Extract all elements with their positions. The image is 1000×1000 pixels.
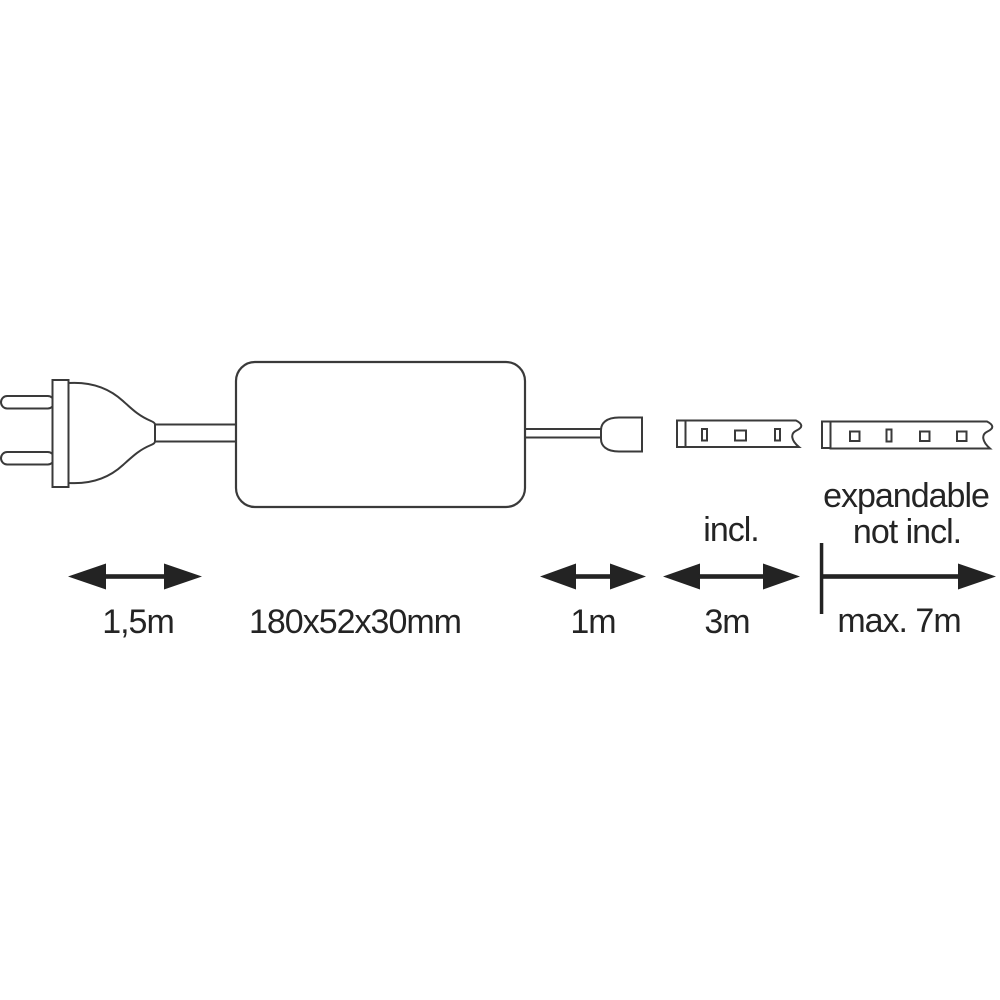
strip-led-chip bbox=[956, 430, 968, 442]
label-power-supply-size: 180x52x30mm bbox=[249, 603, 461, 641]
plug-pin-bottom bbox=[0, 451, 55, 466]
label-output-cable-length: 1m bbox=[570, 603, 615, 641]
label-plug-cable-length: 1,5m bbox=[102, 603, 174, 641]
strip-resistor bbox=[774, 428, 781, 442]
label-included-note: incl. bbox=[703, 511, 758, 549]
strip-led-chip bbox=[734, 429, 747, 442]
strip-connector-icon bbox=[600, 416, 643, 453]
label-expandable-note-line1: expandable bbox=[823, 477, 989, 515]
power-plug-icon bbox=[0, 379, 238, 488]
label-max-expansion-length: max. 7m bbox=[837, 602, 960, 640]
plug-face-plate bbox=[51, 379, 70, 488]
strip-body bbox=[829, 420, 994, 450]
dimension-arrow-included-strip bbox=[663, 563, 800, 590]
output-cable bbox=[524, 428, 602, 439]
strip-resistor bbox=[701, 428, 708, 442]
power-supply-box-icon bbox=[234, 360, 527, 509]
led-strip-expansion-icon bbox=[821, 420, 994, 450]
strip-led-chip bbox=[849, 430, 861, 442]
plug-pin-top bbox=[0, 395, 55, 410]
dimension-arrow-max-expansion bbox=[819, 543, 996, 614]
dimension-arrow-plug-cable bbox=[68, 563, 202, 590]
strip-end-cap bbox=[676, 419, 687, 448]
input-cable bbox=[150, 423, 238, 443]
strip-end-cap bbox=[821, 420, 832, 449]
label-expandable-note-line2: not incl. bbox=[853, 513, 961, 551]
plug-body bbox=[67, 381, 156, 485]
label-included-strip-length: 3m bbox=[704, 603, 749, 641]
led-strip-included-icon bbox=[676, 419, 803, 448]
strip-resistor bbox=[885, 428, 893, 443]
strip-led-chip bbox=[919, 430, 931, 442]
dimension-arrow-output-cable bbox=[540, 563, 646, 590]
